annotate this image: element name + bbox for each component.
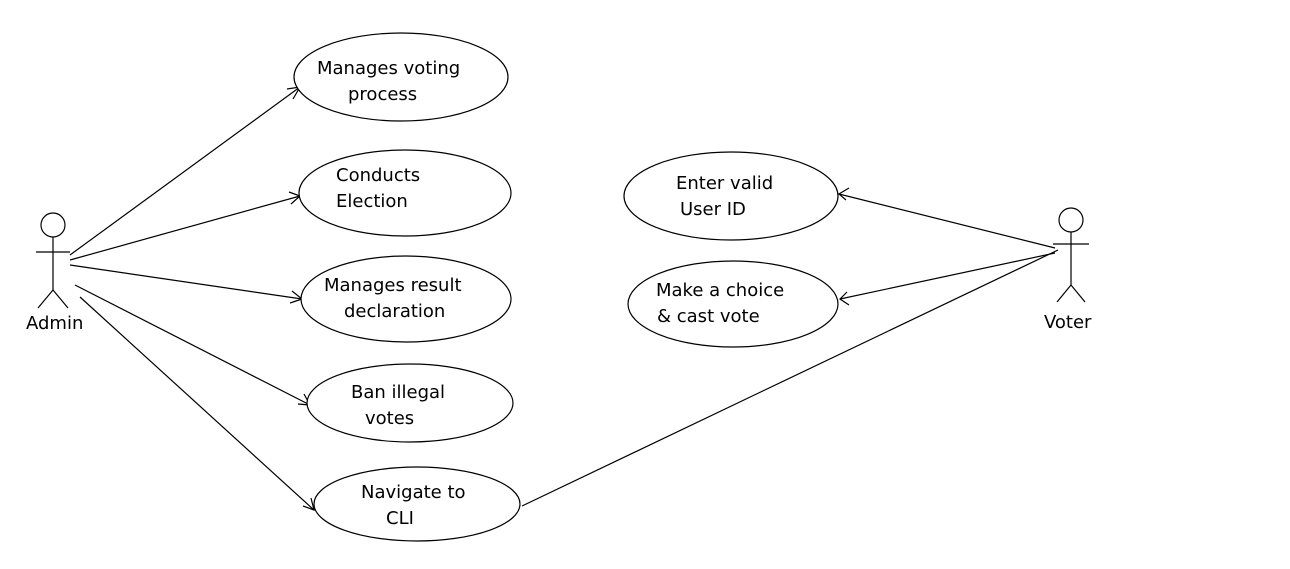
voter-actor: Voter	[1044, 207, 1092, 333]
use-case-label: CLI	[386, 508, 414, 529]
use-case-navigate-cli: Navigate to CLI	[313, 466, 521, 542]
use-case-label: User ID	[680, 199, 746, 220]
assoc-manages-result	[69, 264, 303, 300]
admin-label: Admin	[26, 313, 83, 334]
admin-associations	[69, 86, 315, 511]
assoc-navigate-cli	[79, 296, 315, 511]
use-case-label: votes	[365, 408, 414, 429]
use-case-label: declaration	[344, 301, 445, 322]
use-case-label: process	[348, 84, 417, 105]
arrowhead-make-choice	[839, 291, 850, 306]
use-case-conducts-election: Conducts Election	[298, 149, 512, 237]
voter-associations	[521, 187, 1059, 507]
use-case-label: Navigate to	[361, 482, 466, 503]
use-case-enter-user-id: Enter valid User ID	[623, 151, 839, 241]
use-case-label: Make a choice	[656, 280, 784, 301]
use-case-manages-voting: Manages voting process	[293, 32, 509, 122]
use-case-manages-result: Manages result declaration	[300, 255, 512, 343]
use-case-label: Manages voting	[317, 58, 460, 79]
arrowhead-navigate-cli	[302, 497, 315, 511]
use-case-label: & cast vote	[657, 306, 760, 327]
use-case-ban-illegal: Ban illegal votes	[306, 363, 514, 443]
use-case-make-choice: Make a choice & cast vote	[627, 260, 839, 348]
admin-actor: Admin	[26, 212, 83, 334]
assoc-conducts-election	[69, 195, 301, 261]
arrowhead-enter-user-id	[837, 187, 850, 201]
use-case-label: Election	[336, 191, 408, 212]
assoc-enter-user-id	[838, 193, 1056, 249]
assoc-ban-illegal	[74, 284, 311, 406]
assoc-manages-voting	[69, 86, 301, 256]
use-case-label: Ban illegal	[351, 382, 445, 403]
use-case-label: Manages result	[324, 275, 462, 296]
assoc-navigate-cli-voter	[521, 249, 1059, 507]
use-case-label: Conducts	[336, 165, 420, 186]
voter-label: Voter	[1044, 312, 1092, 333]
assoc-make-choice	[839, 252, 1056, 300]
use-case-label: Enter valid	[676, 173, 773, 194]
